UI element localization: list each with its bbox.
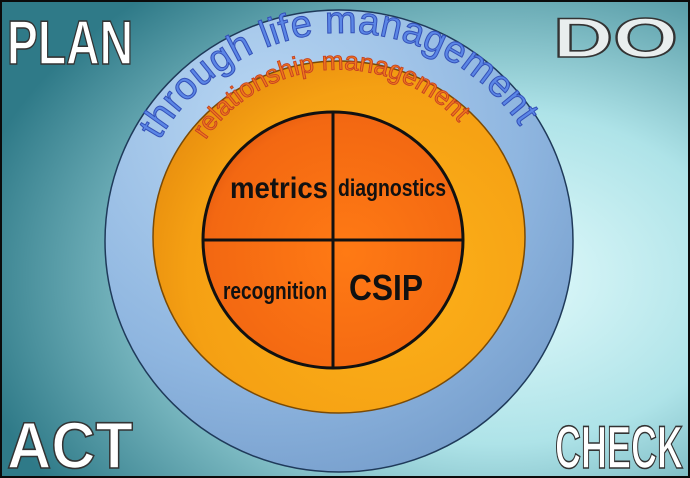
corner-label-act: ACT [7,408,133,478]
corner-label-do: DO [553,6,678,69]
quadrant-label-diagnostics: diagnostics [338,175,446,202]
quadrant-label-csip: CSIP [349,267,423,308]
quadrant-label-metrics: metrics [230,172,328,205]
corner-label-plan: PLAN [7,9,133,78]
corner-label-check: CHECK [555,414,683,478]
quadrant-label-recognition: recognition [223,278,327,305]
